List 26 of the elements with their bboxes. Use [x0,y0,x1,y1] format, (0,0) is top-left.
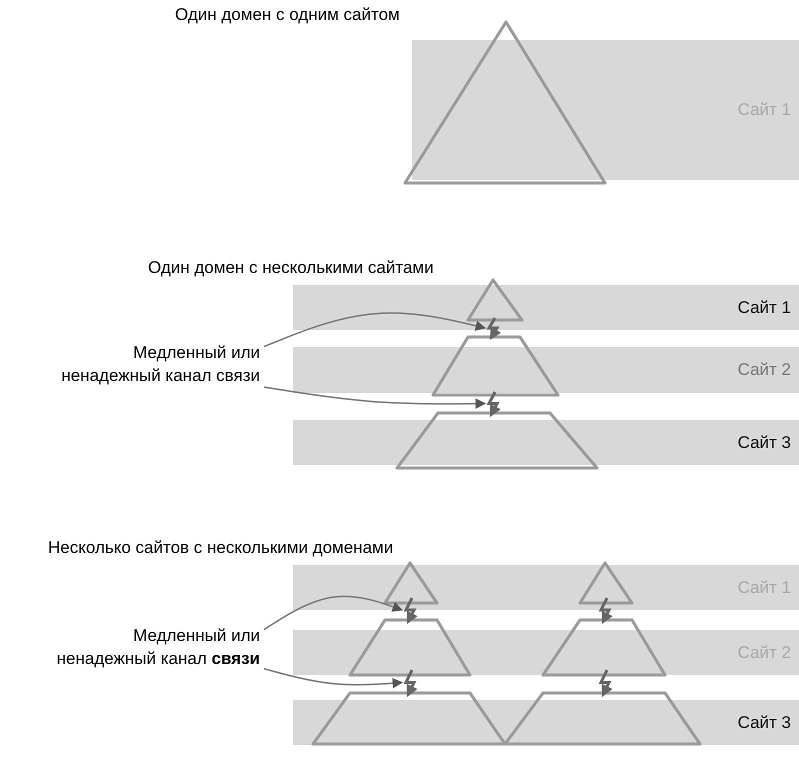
leader-line [264,668,404,688]
site-band [293,630,799,675]
lightning-link [598,669,613,698]
section-heading: Один домен с одним сайтом [175,5,400,25]
site-band [412,40,799,180]
site-band [293,565,799,610]
lightning-link [404,597,418,624]
lightning-link [404,669,418,698]
section-heading: Несколько сайтов с несколькими доменами [48,538,394,558]
site-label: Сайт 2 [738,360,791,380]
leader-line [264,386,486,409]
link-note: Медленный или ненадежный канал связи [50,625,260,671]
lightning-link [598,597,613,624]
site-label: Сайт 3 [738,712,791,732]
site-band [293,285,799,330]
lightning-link [486,317,502,340]
site-band [293,420,799,465]
link-note: Медленный или ненадежный канал связи [50,342,260,388]
section-heading: Один домен с несколькими сайтами [148,258,434,278]
leader-line [264,596,403,630]
site-band [293,347,799,393]
site-label: Сайт 1 [738,298,791,318]
site-label: Сайт 3 [738,432,791,452]
leader-line [264,312,486,348]
site-band [293,700,799,745]
lightning-link [486,391,501,418]
